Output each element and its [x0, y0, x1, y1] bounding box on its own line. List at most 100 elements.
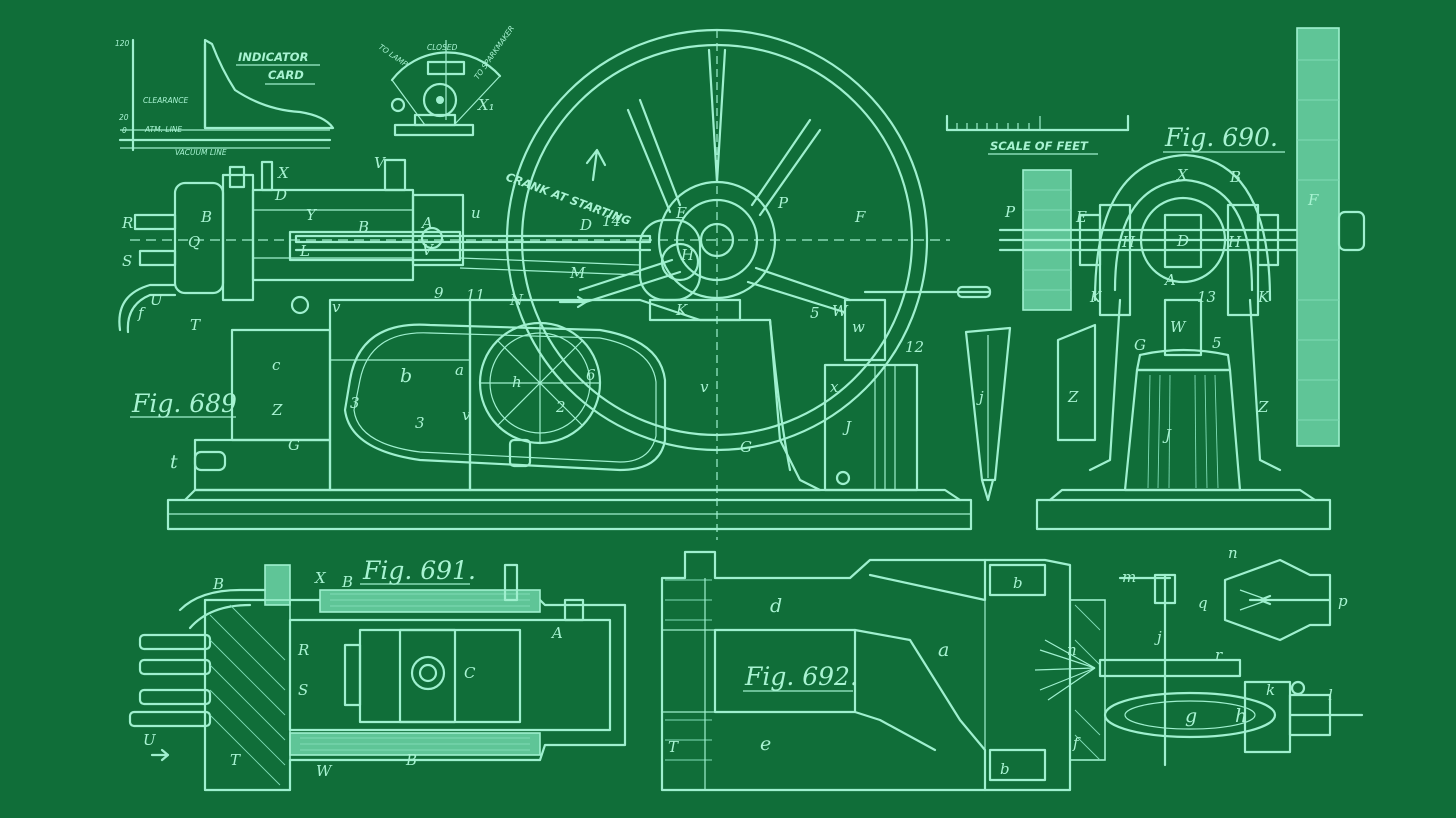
- part-label-q: q: [1198, 594, 1208, 612]
- part-label-F-end: F: [1307, 191, 1319, 209]
- part-label-T: T: [190, 316, 201, 334]
- part-label-B-691: B: [341, 573, 353, 591]
- fig-689-title: Fig. 689: [131, 389, 237, 418]
- governor-to-sparkmaker-label: TO SPARKMAKER: [472, 24, 516, 81]
- vacuum-line-label: VACUUM LINE: [175, 148, 227, 157]
- part-label-R: R: [121, 214, 133, 232]
- scale-of-feet: SCALE OF FEET: [945, 114, 1130, 155]
- part-label-b: b: [400, 365, 412, 387]
- part-label-Z-end: Z: [1067, 388, 1079, 406]
- fig-690-part-labels: P E H H X B D K K A 13 W 5 G Z Z J F F j: [976, 166, 1319, 444]
- part-label-J: J: [842, 418, 852, 436]
- part-label-N: N: [509, 291, 524, 309]
- tapered-part-detail: [964, 326, 1012, 502]
- part-label-U: U: [150, 291, 164, 309]
- atm-line-label: ATM. LINE: [144, 125, 182, 134]
- part-label-5: 5: [810, 304, 820, 322]
- fig-689-side-elevation: CRANK AT STARTING Fig. 689: [118, 28, 992, 540]
- part-label-f: f: [137, 304, 146, 322]
- part-label-h-692: h: [1235, 705, 1247, 727]
- part-label-S: S: [122, 252, 132, 270]
- part-label-R-691: R: [297, 641, 309, 659]
- part-label-l: l: [1328, 686, 1333, 704]
- part-label-B-end: B: [1229, 168, 1241, 186]
- part-label-D-rod: D: [579, 216, 592, 234]
- part-label-F: F: [854, 208, 866, 226]
- part-label-W: W: [832, 302, 849, 320]
- governor-to-lamp-label: TO LAMP: [377, 42, 410, 69]
- governor-x1-label: X₁: [477, 96, 495, 114]
- part-label-c: c: [272, 356, 281, 374]
- part-label-v-lower: v: [462, 406, 471, 424]
- part-label-P-end: P: [1004, 203, 1016, 221]
- part-label-j-692: j: [1154, 628, 1162, 646]
- part-label-9: 9: [434, 284, 444, 302]
- indicator-tick-120: 120: [115, 39, 130, 48]
- part-label-Y: Y: [306, 206, 318, 224]
- part-label-E-hub: E: [675, 204, 687, 222]
- part-label-S-691: S: [298, 681, 308, 699]
- part-label-Z-right-end: Z: [1257, 398, 1269, 416]
- fig-690-end-elevation: Fig. 690.: [998, 27, 1366, 531]
- fig-692-part-labels: d a e T b b m n n r q p j k l g h f: [668, 544, 1348, 778]
- part-label-B-691-left: B: [212, 575, 224, 593]
- part-label-P: P: [777, 194, 789, 212]
- part-label-C-691: C: [464, 664, 476, 682]
- part-label-J-end: J: [1162, 426, 1172, 444]
- part-label-m: m: [1122, 568, 1136, 586]
- part-label-11: 11: [466, 286, 485, 304]
- part-label-T-691: T: [230, 751, 241, 769]
- part-label-2: 2: [555, 398, 566, 416]
- part-label-v-right: v: [700, 378, 709, 396]
- part-label-h: h: [512, 373, 522, 391]
- indicator-tick-20: 20: [119, 113, 129, 122]
- indicator-card-diagram: 120 20 0 CLEARANCE ATM. LINE VACUUM LINE…: [115, 38, 335, 157]
- part-label-V-top: V: [374, 154, 387, 172]
- fig-691-cylinder-section: Fig. 691.: [128, 556, 627, 792]
- part-label-K-right-end: K: [1257, 288, 1270, 306]
- part-label-D-top: D: [274, 186, 287, 204]
- governor-detail: CLOSED TO LAMP TO SPARKMAKER X₁: [377, 24, 516, 137]
- part-label-X-end: X: [1176, 166, 1189, 184]
- part-label-n-top: n: [1228, 544, 1238, 562]
- part-label-Z: Z: [271, 401, 283, 419]
- fig-690-title: Fig. 690.: [1164, 123, 1278, 152]
- part-label-g: g: [1185, 705, 1197, 727]
- part-label-14: 14: [602, 212, 621, 230]
- part-label-G-base: G: [288, 436, 300, 454]
- part-label-B-left: B: [200, 208, 212, 226]
- part-label-d: d: [770, 595, 782, 617]
- part-label-w: w: [852, 318, 865, 336]
- part-label-A-end: A: [1163, 271, 1176, 289]
- part-label-U-691: U: [143, 731, 157, 749]
- part-label-V: V: [422, 241, 435, 259]
- part-label-v-left: v: [332, 298, 341, 316]
- part-label-L: L: [299, 242, 310, 260]
- part-label-p: p: [1338, 592, 1348, 610]
- part-label-3-left: 3: [350, 394, 360, 412]
- part-label-x: x: [830, 378, 839, 396]
- part-label-B-691-bottom: B: [405, 751, 417, 769]
- clearance-label: CLEARANCE: [143, 96, 188, 105]
- part-label-H-left-end: H: [1121, 233, 1136, 251]
- fig-691-part-labels: B X B R S A C U T W B: [143, 569, 563, 780]
- part-label-D-end: D: [1176, 232, 1189, 250]
- part-label-b-top: b: [1013, 574, 1023, 592]
- part-label-f-692: f: [1072, 734, 1081, 752]
- part-label-G-frame: G: [740, 438, 752, 456]
- part-label-u: u: [471, 204, 481, 222]
- part-label-a: a: [455, 361, 464, 379]
- part-label-G-end: G: [1134, 336, 1146, 354]
- part-label-e: e: [760, 733, 771, 755]
- part-label-A: A: [420, 214, 433, 232]
- part-label-E-end: E: [1075, 208, 1087, 226]
- part-label-M: M: [569, 264, 586, 282]
- indicator-title-line1: INDICATOR: [238, 50, 308, 64]
- part-label-K-left-end: K: [1089, 288, 1102, 306]
- part-label-13: 13: [1197, 288, 1216, 306]
- part-label-A-691: A: [550, 624, 563, 642]
- part-label-W-end: W: [1170, 318, 1187, 336]
- indicator-title-line2: CARD: [268, 68, 304, 82]
- part-label-r: r: [1215, 646, 1223, 664]
